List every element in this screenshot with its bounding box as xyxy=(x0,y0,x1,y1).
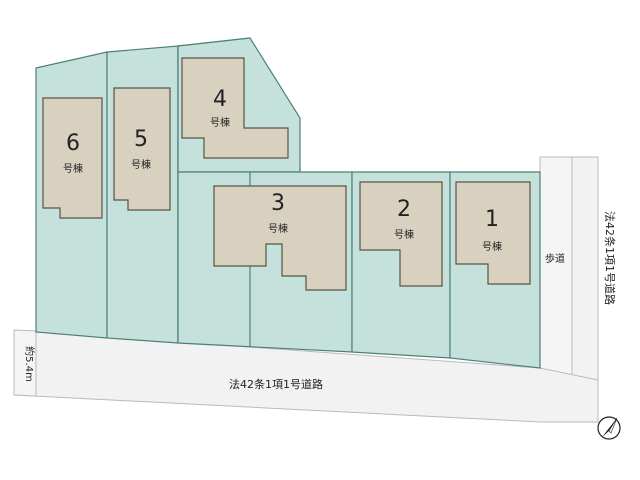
building-1-label: 号棟 xyxy=(482,240,502,253)
side-road-label: 法42条1項1号道路 xyxy=(603,211,617,305)
building-4-number: 4 xyxy=(213,87,227,112)
building-3-label: 号棟 xyxy=(268,222,288,235)
building-4-label: 号棟 xyxy=(210,116,230,129)
sidewalk-label: 歩道 xyxy=(545,252,565,265)
road-width-strip xyxy=(13,329,37,397)
front-road-label: 法42条1項1号道路 xyxy=(229,377,323,391)
building-2-label: 号棟 xyxy=(394,228,414,241)
building-1-number: 1 xyxy=(485,207,499,232)
house-5 xyxy=(113,87,171,211)
sidewalk xyxy=(539,156,573,389)
building-2-number: 2 xyxy=(397,197,411,222)
house-4 xyxy=(181,57,289,159)
building-6-number: 6 xyxy=(66,131,80,156)
road-width-label: 約5.4m xyxy=(23,346,36,382)
house-6 xyxy=(42,97,103,219)
building-6-label: 号棟 xyxy=(63,162,83,175)
building-5-label: 号棟 xyxy=(131,158,151,171)
house-1 xyxy=(455,181,531,285)
building-3-number: 3 xyxy=(271,191,285,216)
house-3 xyxy=(213,185,347,291)
house-2 xyxy=(359,181,443,287)
north-arrow-icon xyxy=(597,416,621,440)
building-5-number: 5 xyxy=(134,127,148,152)
